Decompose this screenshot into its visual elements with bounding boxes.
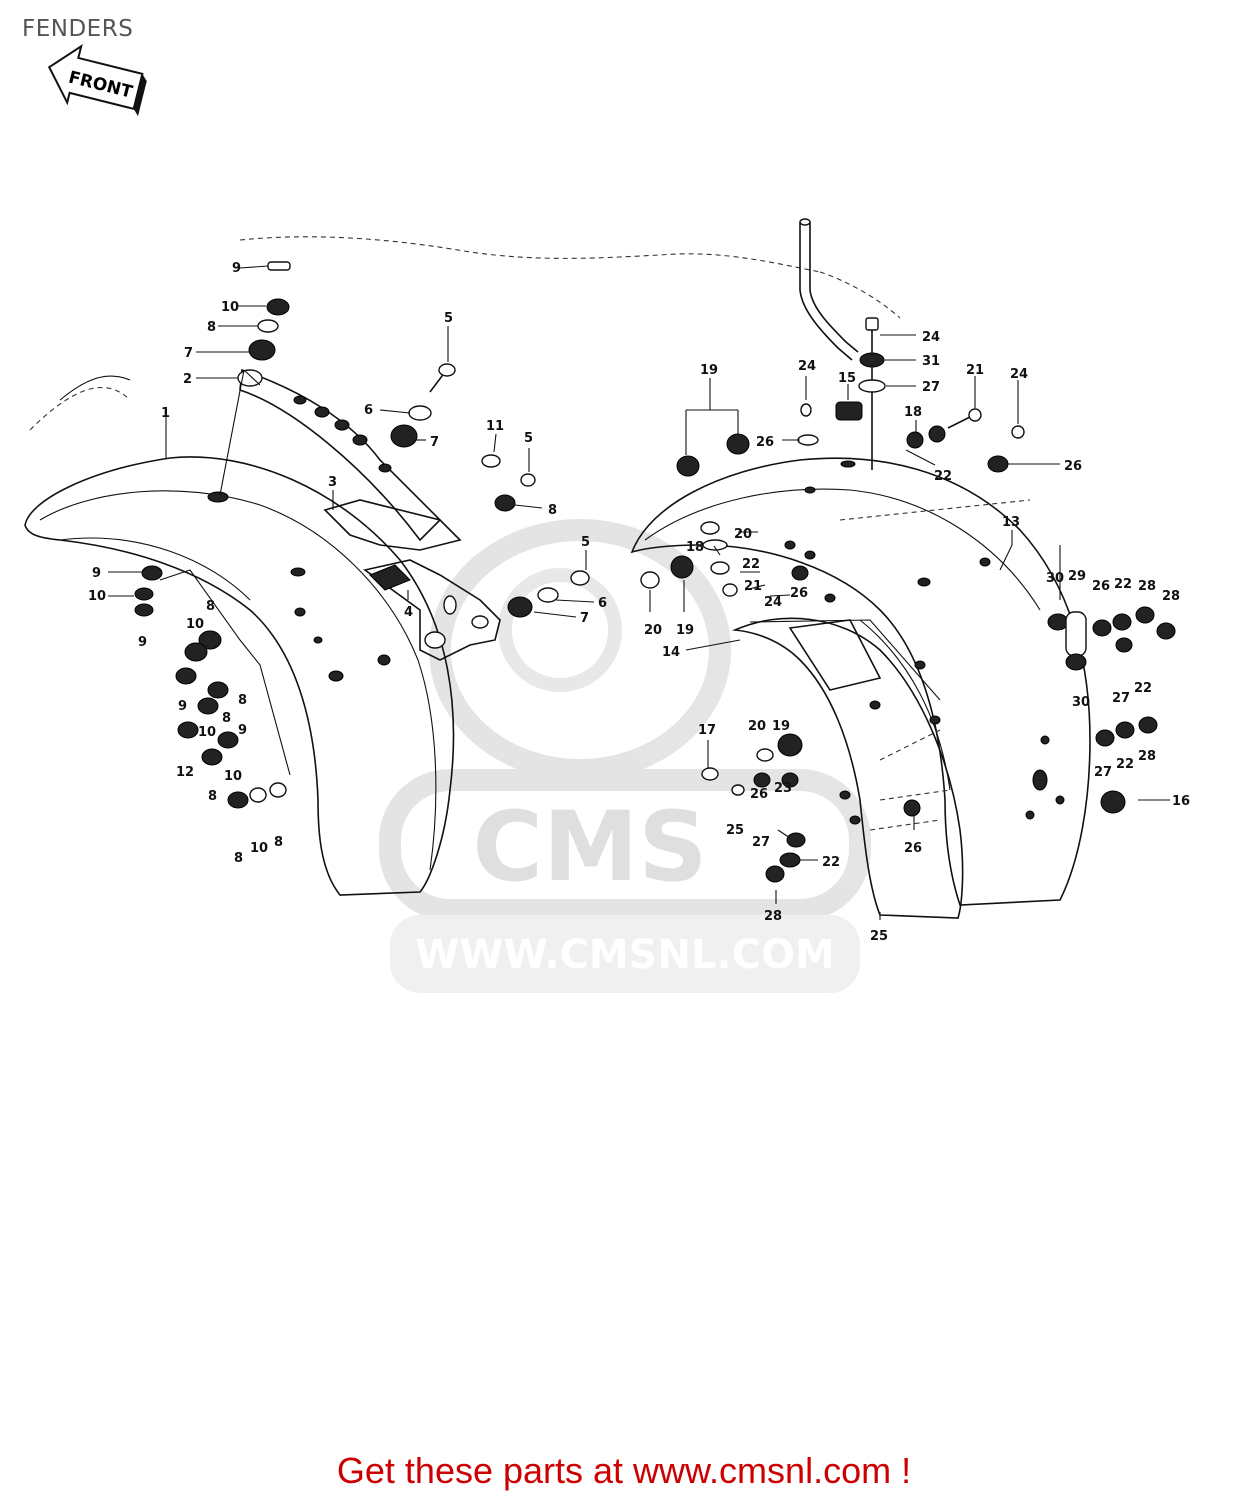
callout-20: 20 — [734, 527, 752, 542]
callout-3: 3 — [328, 475, 337, 490]
rear-callouts: 19 24 15 26 24 31 27 21 24 18 22 26 13 2… — [644, 330, 1190, 944]
callout-24: 24 — [764, 595, 782, 610]
callout-8: 8 — [206, 599, 215, 614]
callout-9: 9 — [138, 635, 147, 650]
callout-20: 20 — [644, 623, 662, 638]
callout-10: 10 — [224, 769, 242, 784]
front-fender — [24, 375, 455, 896]
callout-28: 28 — [1162, 589, 1180, 604]
rear-fasteners — [640, 317, 1176, 883]
front-bracket — [323, 499, 501, 661]
frame-outline — [239, 236, 821, 273]
callout-22: 22 — [1114, 577, 1132, 592]
callout-2: 2 — [183, 372, 192, 387]
callout-15: 15 — [838, 371, 856, 386]
callout-24: 24 — [798, 359, 816, 374]
callout-23: 23 — [774, 781, 792, 796]
rear-grab-rail — [799, 218, 859, 361]
callout-8: 8 — [222, 711, 231, 726]
callout-18: 18 — [904, 405, 922, 420]
callout-14: 14 — [662, 645, 680, 660]
callout-26: 26 — [790, 586, 808, 601]
callout-22: 22 — [822, 855, 840, 870]
callout-9: 9 — [92, 566, 101, 581]
callout-26: 26 — [756, 435, 774, 450]
callout-7: 7 — [580, 611, 589, 626]
callout-26: 26 — [750, 787, 768, 802]
callout-26: 26 — [904, 841, 922, 856]
callout-26: 26 — [1092, 579, 1110, 594]
callout-17: 17 — [698, 723, 716, 738]
callout-22: 22 — [934, 469, 952, 484]
callout-4: 4 — [404, 605, 413, 620]
callout-5: 5 — [581, 535, 590, 550]
watermark-url: WWW.CMSNL.COM — [415, 932, 835, 978]
callout-10: 10 — [198, 725, 216, 740]
callout-22: 22 — [742, 557, 760, 572]
callout-24: 24 — [922, 330, 940, 345]
callout-8: 8 — [208, 789, 217, 804]
callout-27: 27 — [752, 835, 770, 850]
callout-27: 27 — [922, 380, 940, 395]
cmsnl-watermark: CMS WWW.CMSNL.COM — [379, 519, 871, 993]
callout-8: 8 — [207, 320, 216, 335]
footer-parts-link[interactable]: Get these parts at www.cmsnl.com ! — [336, 1450, 912, 1491]
callout-18: 18 — [686, 540, 704, 555]
callout-27: 27 — [1094, 765, 1112, 780]
callout-9: 9 — [232, 261, 241, 276]
callout-28: 28 — [764, 909, 782, 924]
front-fender-stay — [239, 368, 442, 542]
callout-7: 7 — [430, 435, 439, 450]
callout-7: 7 — [184, 346, 193, 361]
callout-9: 9 — [238, 723, 247, 738]
callout-25: 25 — [870, 929, 888, 944]
callout-10: 10 — [88, 589, 106, 604]
watermark-brand: CMS — [472, 791, 707, 903]
callout-11: 11 — [486, 419, 504, 434]
callout-30: 30 — [1046, 571, 1064, 586]
callout-19: 19 — [700, 363, 718, 378]
callout-21: 21 — [744, 579, 762, 594]
callout-9: 9 — [178, 699, 187, 714]
callout-22: 22 — [1134, 681, 1152, 696]
callout-20: 20 — [748, 719, 766, 734]
callout-28: 28 — [1138, 579, 1156, 594]
callout-8: 8 — [238, 693, 247, 708]
callout-31: 31 — [922, 354, 940, 369]
rear-leader-lines — [649, 334, 1170, 920]
callout-16: 16 — [1172, 794, 1190, 809]
callout-28: 28 — [1138, 749, 1156, 764]
callout-30: 30 — [1072, 695, 1090, 710]
callout-12: 12 — [176, 765, 194, 780]
front-callouts: 9 10 8 7 2 1 5 6 7 11 5 8 3 4 5 6 7 9 10… — [88, 261, 607, 866]
callout-10: 10 — [250, 841, 268, 856]
callout-19: 19 — [772, 719, 790, 734]
callout-29: 29 — [1068, 569, 1086, 584]
callout-6: 6 — [598, 596, 607, 611]
page-title: FENDERS — [22, 16, 134, 42]
callout-6: 6 — [364, 403, 373, 418]
callout-8: 8 — [548, 503, 557, 518]
callout-8: 8 — [274, 835, 283, 850]
front-leader-lines — [108, 265, 595, 618]
callout-21: 21 — [966, 363, 984, 378]
callout-26: 26 — [1064, 459, 1082, 474]
callout-24: 24 — [1010, 367, 1028, 382]
callout-5: 5 — [524, 431, 533, 446]
callout-1: 1 — [161, 406, 170, 421]
rear-fender — [630, 457, 1091, 919]
callout-27: 27 — [1112, 691, 1130, 706]
callout-19: 19 — [676, 623, 694, 638]
callout-10: 10 — [186, 617, 204, 632]
callout-22: 22 — [1116, 757, 1134, 772]
front-fasteners — [134, 261, 590, 809]
callout-13: 13 — [1002, 515, 1020, 530]
callout-25: 25 — [726, 823, 744, 838]
callout-10: 10 — [221, 300, 239, 315]
callout-9: 8 — [234, 851, 243, 866]
front-arrow-icon: FRONT — [47, 44, 147, 117]
callout-5: 5 — [444, 311, 453, 326]
